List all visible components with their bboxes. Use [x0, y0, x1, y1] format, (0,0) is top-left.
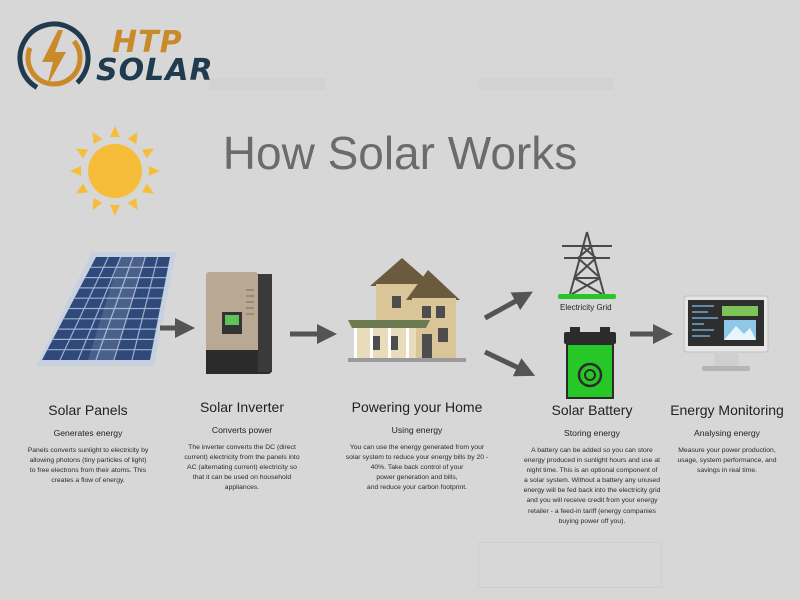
logo-line1: HTP [112, 25, 183, 60]
step-subtitle: Generates energy [53, 428, 123, 438]
faint-bar-left [210, 78, 325, 90]
arrow-home-to-battery [483, 349, 536, 377]
step-title: Solar Inverter [199, 399, 285, 415]
step-solar-battery: Solar Battery Storing energy A battery c… [516, 402, 668, 527]
solar-panel-icon [36, 252, 176, 366]
step-subtitle: Converts power [211, 425, 273, 435]
step-description: You can use the energy generated from yo… [345, 444, 489, 492]
house-icon [348, 258, 466, 362]
step-title: Solar Battery [551, 402, 633, 418]
arrow-home-to-grid [483, 291, 533, 321]
faint-box-bottom [478, 542, 662, 588]
step-subtitle: Analysing energy [694, 428, 760, 438]
step-energy-monitoring: Energy Monitoring Analysing energy Measu… [668, 402, 786, 476]
step-subtitle: Storing energy [564, 428, 620, 438]
step-description: Panels converts sunlight to electricity … [27, 447, 149, 485]
logo-line2: SOLAR [96, 53, 214, 88]
step-title: Powering your Home [351, 399, 483, 415]
sun-icon [70, 126, 160, 216]
step-title: Energy Monitoring [670, 402, 784, 418]
inverter-icon [206, 272, 272, 374]
monitor-icon [683, 295, 769, 371]
grid-label: Electricity Grid [560, 303, 612, 312]
page-title: How Solar Works [222, 127, 578, 179]
step-solar-inverter: Solar Inverter Converts power The invert… [172, 399, 312, 493]
step-subtitle: Using energy [391, 425, 443, 435]
faint-bar-right [478, 78, 613, 90]
battery-icon [564, 327, 616, 399]
step-title: Solar Panels [48, 402, 128, 418]
electricity-pylon-icon [558, 231, 616, 299]
lightning-bolt-icon [17, 21, 91, 95]
step-solar-panels: Solar Panels Generates energy Panels con… [18, 402, 158, 486]
step-description: Measure your power production,usage, sys… [677, 447, 777, 475]
step-powering-home: Powering your Home Using energy You can … [342, 399, 492, 493]
